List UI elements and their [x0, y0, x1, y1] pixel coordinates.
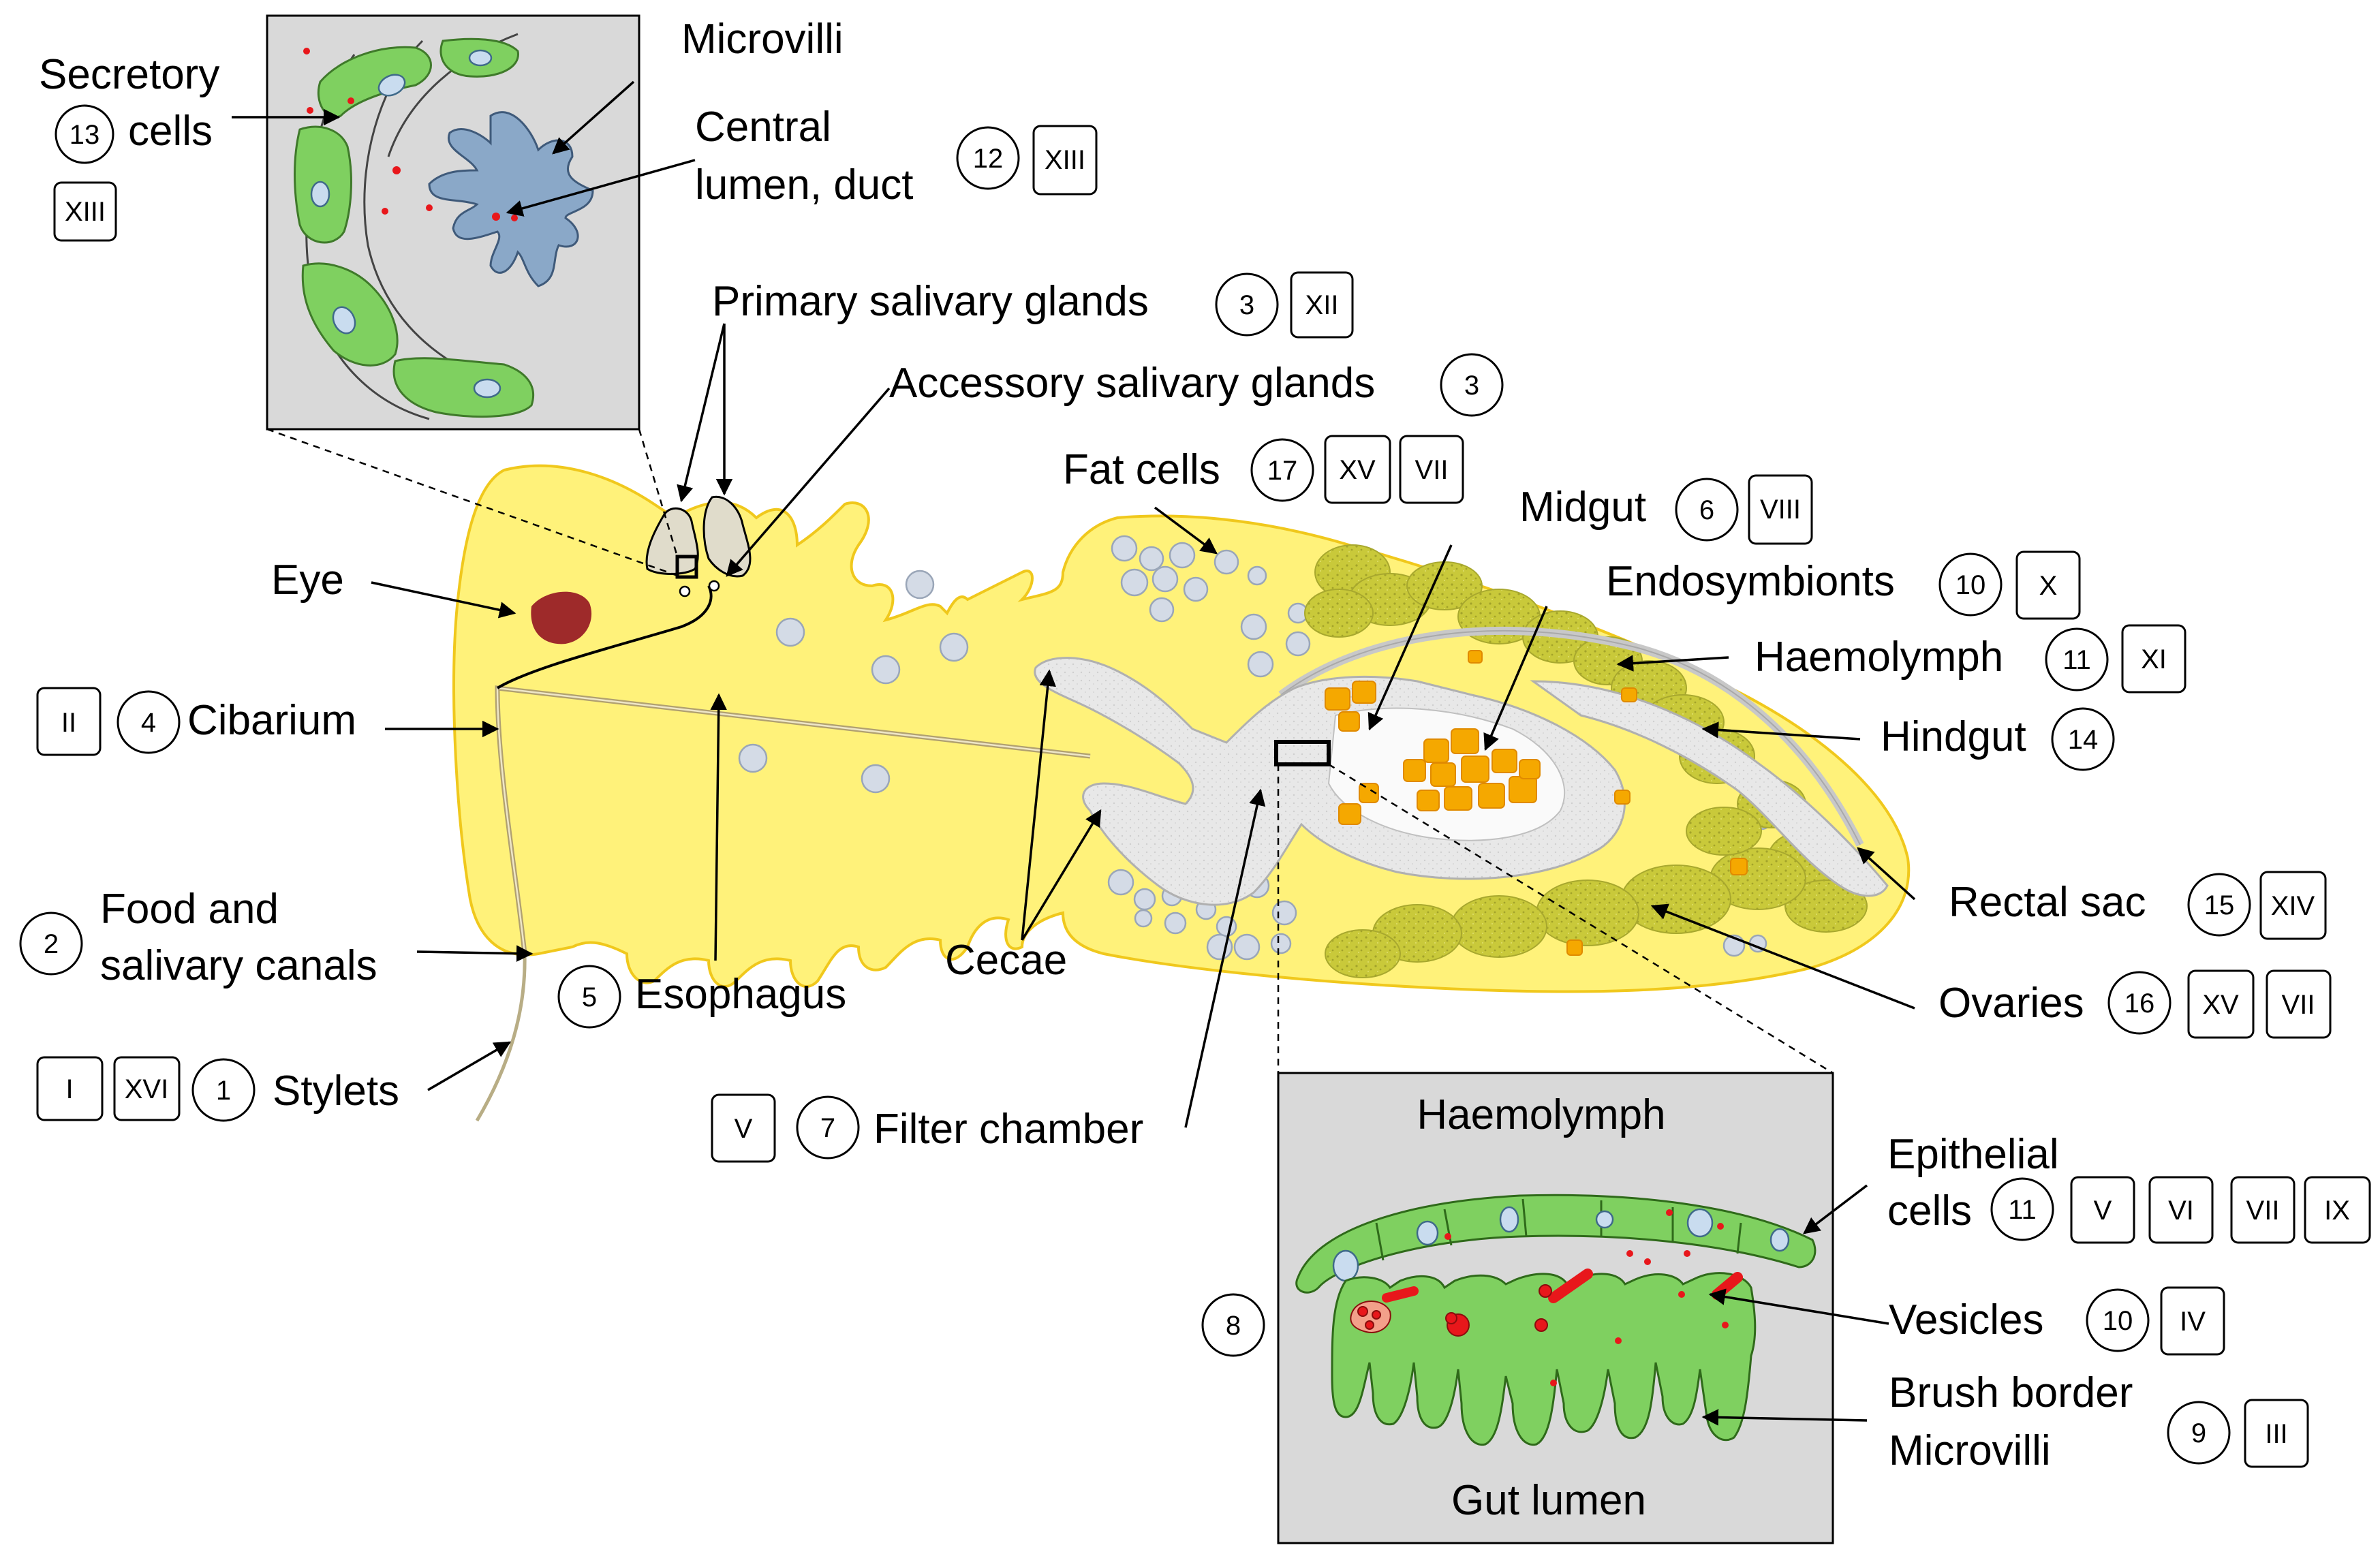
- hindgut-number: 14: [2068, 725, 2099, 755]
- ovaries-label: Ovaries: [1938, 980, 2084, 1027]
- filter-chamber-number: 7: [820, 1113, 835, 1143]
- central-lumen-roman: XIII: [1045, 145, 1085, 175]
- salivary-duct: [496, 585, 713, 689]
- esophagus-label: Esophagus: [635, 971, 846, 1018]
- fat-cells-roman-2: VII: [1415, 455, 1449, 485]
- ovaries-roman-2: VII: [2282, 990, 2315, 1020]
- epithelial-layer: [1295, 1194, 1817, 1294]
- endosymbionts-label: Endosymbionts: [1606, 558, 1895, 605]
- epithelial-roman-2: VI: [2168, 1196, 2194, 1226]
- esophagus-number: 5: [582, 982, 597, 1012]
- ovaries-number: 16: [2124, 989, 2155, 1018]
- haemolymph-number: 11: [2062, 645, 2091, 675]
- endosymbionts: [1325, 650, 1748, 956]
- inset-number: 8: [1226, 1311, 1241, 1341]
- central-lumen-number: 12: [973, 144, 1004, 174]
- secretory-cells: [294, 37, 535, 418]
- midgut-number: 6: [1699, 495, 1714, 525]
- rectal-sac-number: 15: [2204, 890, 2235, 920]
- cibarium-roman: II: [61, 708, 76, 738]
- vesicles-label: Vesicles: [1889, 1296, 2043, 1343]
- vesicles-roman: IV: [2180, 1307, 2206, 1337]
- fat-cells-roman-1: XV: [1339, 455, 1376, 485]
- midgut-label: Midgut: [1519, 484, 1646, 531]
- secretory-number: 13: [69, 120, 100, 150]
- secretory-roman: XIII: [65, 197, 106, 227]
- epithelial-roman-4: IX: [2324, 1196, 2350, 1226]
- fat-cells-number: 17: [1267, 456, 1298, 486]
- eye-label: Eye: [271, 557, 344, 604]
- endosymbionts-number: 10: [1956, 570, 1986, 600]
- secretory-label-2: cells: [128, 108, 213, 155]
- stylets-roman-2: XVI: [125, 1074, 168, 1104]
- hindgut-label: Hindgut: [1881, 713, 2026, 760]
- inset-gut-lumen-label: Gut lumen: [1451, 1477, 1646, 1524]
- brush-border: [1331, 1272, 1757, 1446]
- brush-number: 9: [2191, 1418, 2206, 1448]
- rectal-sac-label: Rectal sac: [1949, 879, 2146, 926]
- microvilli-label: Microvilli: [681, 16, 844, 63]
- food-number: 2: [44, 929, 59, 959]
- haemolymph-label: Haemolymph: [1755, 634, 2003, 681]
- brush-label-1: Brush border: [1889, 1369, 2133, 1416]
- epithelial-label-2: cells: [1887, 1187, 1972, 1234]
- vesicles-number: 10: [2103, 1306, 2133, 1336]
- cibarium-label: Cibarium: [187, 697, 356, 744]
- accessory-salivary-number: 3: [1464, 371, 1479, 401]
- inset-haemolymph-label: Haemolymph: [1417, 1091, 1665, 1138]
- stylets: [475, 953, 527, 1122]
- salivary-zoom-box: [675, 555, 698, 579]
- food-label-1: Food and: [100, 886, 279, 933]
- brush-label-2: Microvilli: [1889, 1427, 2051, 1474]
- cecae-label: Cecae: [945, 937, 1067, 984]
- cibarium-number: 4: [141, 708, 156, 738]
- epithelial-number: 11: [2008, 1195, 2037, 1225]
- stylets-label: Stylets: [273, 1068, 399, 1115]
- stylets-number: 1: [216, 1076, 231, 1106]
- endosymbionts-roman: X: [2039, 571, 2058, 601]
- ovaries-roman-1: XV: [2202, 990, 2239, 1020]
- salivary-gland-inset: [266, 14, 640, 431]
- food-label-2: salivary canals: [100, 942, 377, 989]
- eye-shape: [531, 591, 592, 644]
- rectal-sac-roman: XIV: [2271, 891, 2315, 921]
- central-lumen-label-2: lumen, duct: [695, 161, 914, 208]
- midgut-roman: VIII: [1760, 495, 1801, 525]
- primary-salivary-number: 3: [1239, 290, 1254, 320]
- central-lumen-label-1: Central: [695, 104, 831, 151]
- fat-cells-label: Fat cells: [1063, 446, 1220, 493]
- epithelial-roman-1: V: [2094, 1196, 2112, 1226]
- midgut-inset: [1277, 1072, 1834, 1544]
- accessory-salivary-label: Accessory salivary glands: [889, 360, 1375, 407]
- filter-chamber-label: Filter chamber: [874, 1106, 1143, 1153]
- primary-salivary-roman: XII: [1305, 290, 1339, 320]
- secretory-label-1: Secretory: [39, 51, 219, 98]
- epithelial-label-1: Epithelial: [1887, 1131, 2059, 1178]
- leader-arrows: [232, 80, 1916, 1426]
- haemolymph-roman: XI: [2141, 644, 2167, 674]
- fat-cells: [738, 535, 1774, 961]
- stylets-roman-1: I: [65, 1074, 73, 1104]
- primary-salivary-label: Primary salivary glands: [712, 278, 1149, 325]
- epithelial-roman-3: VII: [2246, 1196, 2280, 1226]
- brush-roman: III: [2265, 1419, 2287, 1449]
- central-duct: [428, 111, 594, 287]
- filter-chamber-roman: V: [735, 1114, 753, 1144]
- filter-chamber-zoom-box: [1274, 740, 1331, 766]
